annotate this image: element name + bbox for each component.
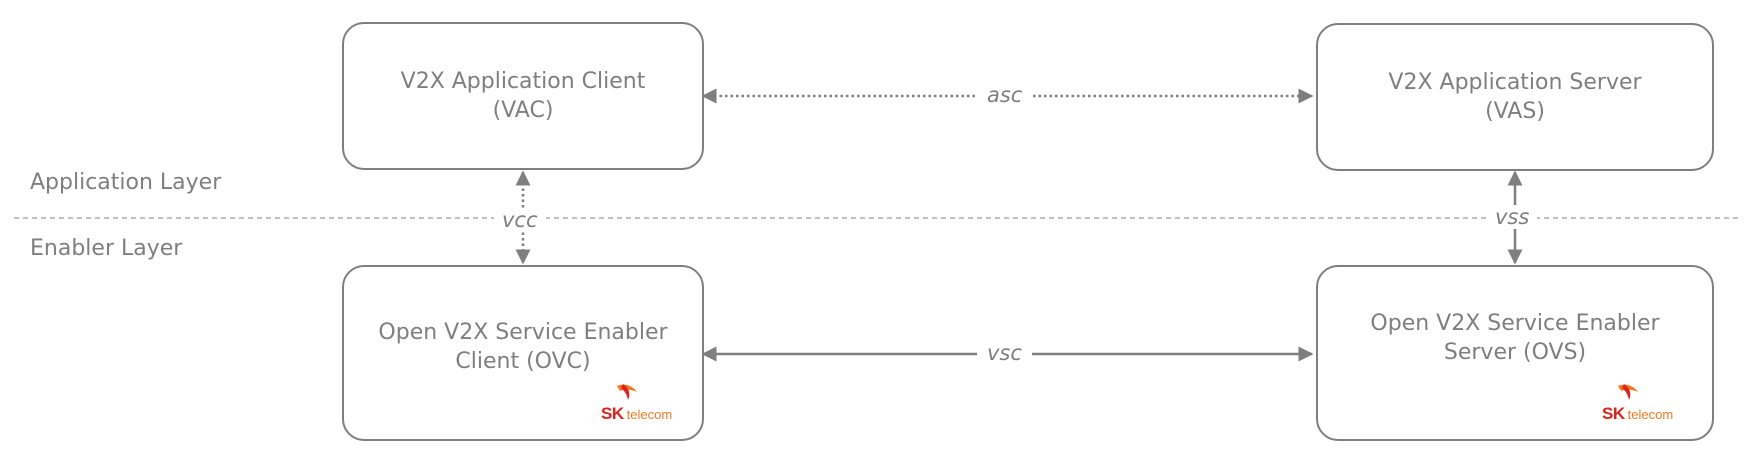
ovs-abbrev: Server (OVS) [1443,340,1587,365]
sk-wing-icon [1618,384,1638,400]
vas-abbrev: (VAS) [1485,99,1545,124]
ovs-box: Open V2X Service Enabler Server (OVS) [1316,265,1714,441]
vss-label: vss [1487,205,1538,229]
vas-box: V2X Application Server (VAS) [1316,23,1714,171]
vas-title: V2X Application Server [1388,70,1642,95]
vac-title: V2X Application Client [400,69,646,94]
ovc-title: Open V2X Service Enabler [378,320,668,345]
logo-telecom-text: telecom [626,407,673,422]
application-layer-label: Application Layer [30,170,222,195]
ovc-box: Open V2X Service Enabler Client (OVC) [342,265,704,441]
logo-sk-text: SK [601,404,624,423]
sk-wing-icon [617,384,637,400]
vcc-label: vcc [494,208,546,232]
sk-telecom-logo-ovc: SK telecom [601,384,691,423]
vac-abbrev: (VAC) [492,98,554,123]
logo-telecom-text: telecom [1627,407,1674,422]
vsc-label: vsc [977,341,1032,365]
vac-box: V2X Application Client (VAC) [342,22,704,170]
ovs-title: Open V2X Service Enabler [1370,311,1660,336]
enabler-layer-label: Enabler Layer [30,236,183,261]
logo-sk-text: SK [1602,404,1625,423]
ovc-abbrev: Client (OVC) [455,349,591,374]
sk-telecom-logo-ovs: SK telecom [1602,384,1692,423]
asc-label: asc [977,83,1033,107]
